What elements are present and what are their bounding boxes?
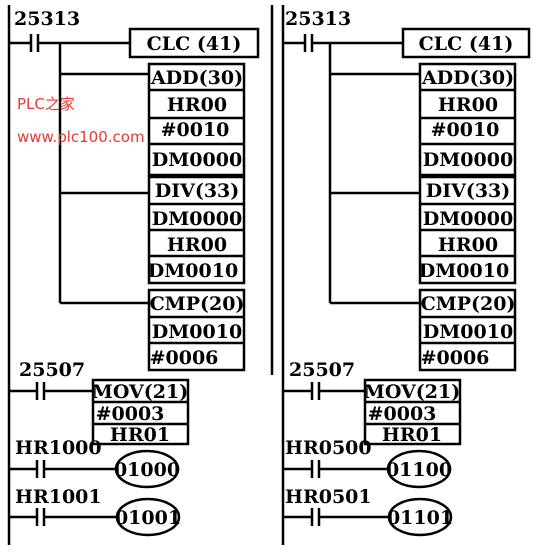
contact-label: HR0500 <box>285 437 372 459</box>
operand-label: DM0000 <box>423 149 513 171</box>
no-contact <box>9 460 116 478</box>
operand-label: DM0000 <box>152 149 242 171</box>
mov-block: MOV(21) #0003 HR01 <box>363 378 462 446</box>
no-contact <box>9 34 130 52</box>
div-block: DIV(33) DM0000 HR00 DM0010 <box>418 175 517 285</box>
operand-label: #0010 <box>431 119 500 141</box>
contact-label: 25313 <box>285 8 351 30</box>
contact-label: HR1000 <box>15 437 102 459</box>
instruction-label: ADD(30) <box>150 67 243 89</box>
operand-label: #0006 <box>150 347 219 369</box>
operand-label: #0003 <box>368 403 437 425</box>
clc-box <box>128 27 260 59</box>
coil-label: 01001 <box>115 507 181 529</box>
output-coil <box>115 497 181 537</box>
instruction-label: ADD(30) <box>421 67 514 89</box>
coil-label: 01101 <box>387 507 453 529</box>
operand-label: DM0010 <box>423 321 513 343</box>
panel-right: 25313 CLC (41) ADD(30) HR00 #0010 DM0000 <box>270 5 531 545</box>
no-contact <box>9 382 93 400</box>
mov-block: MOV(21) #0003 HR01 <box>91 378 190 446</box>
instruction-label: MOV(21) <box>92 381 188 403</box>
coil-label: 01000 <box>114 459 180 481</box>
watermark-url: www.plc100.com <box>17 128 145 146</box>
operand-label: DM0010 <box>419 260 509 282</box>
contact-label: 25507 <box>19 359 85 381</box>
no-contact <box>283 460 388 478</box>
operand-label: HR00 <box>438 234 498 256</box>
cmp-block: CMP(20) DM0010 #0006 <box>147 288 246 372</box>
operand-label: DM0010 <box>152 321 242 343</box>
add-block: ADD(30) HR00 #0010 DM0000 <box>418 62 517 177</box>
operand-label: DM0000 <box>152 208 242 230</box>
clc-box <box>401 27 531 59</box>
operand-label: DM0010 <box>148 260 238 282</box>
operand-label: #0010 <box>161 119 230 141</box>
instruction-label: CMP(20) <box>150 293 245 315</box>
operand-label: HR01 <box>382 424 442 446</box>
contact-label: HR1001 <box>15 486 102 508</box>
output-coil <box>114 449 180 489</box>
coil-label: 01100 <box>386 459 452 481</box>
cmp-block: CMP(20) DM0010 #0006 <box>418 288 517 372</box>
operand-label: DM0000 <box>423 208 513 230</box>
operand-label: HR00 <box>438 94 498 116</box>
no-contact <box>283 508 388 526</box>
watermark-text: PLC之家 <box>17 95 75 113</box>
div-block: DIV(33) DM0000 HR00 DM0010 <box>147 175 246 285</box>
instruction-label: CMP(20) <box>421 293 516 315</box>
instruction-label: DIV(33) <box>155 180 240 202</box>
operand-label: HR00 <box>167 94 227 116</box>
operand-label: HR00 <box>167 234 227 256</box>
contact-label: HR0501 <box>285 486 372 508</box>
no-contact <box>9 508 116 526</box>
add-block: ADD(30) HR00 #0010 DM0000 <box>147 62 246 177</box>
instruction-label: DIV(33) <box>426 180 511 202</box>
operand-label: HR01 <box>110 424 170 446</box>
contact-label: 25313 <box>14 8 80 30</box>
operand-label: #0006 <box>421 347 490 369</box>
instruction-label: MOV(21) <box>364 381 460 403</box>
instruction-label: CLC (41) <box>419 33 514 55</box>
output-coil <box>386 449 452 489</box>
operand-label: #0003 <box>96 403 165 425</box>
no-contact <box>283 382 365 400</box>
no-contact <box>283 34 403 52</box>
contact-label: 25507 <box>289 359 355 381</box>
output-coil <box>387 497 453 537</box>
instruction-label: CLC (41) <box>147 33 242 55</box>
panel-left: 25313 CLC (41) ADD(30) HR00 #0010 DM0000 <box>7 5 260 545</box>
